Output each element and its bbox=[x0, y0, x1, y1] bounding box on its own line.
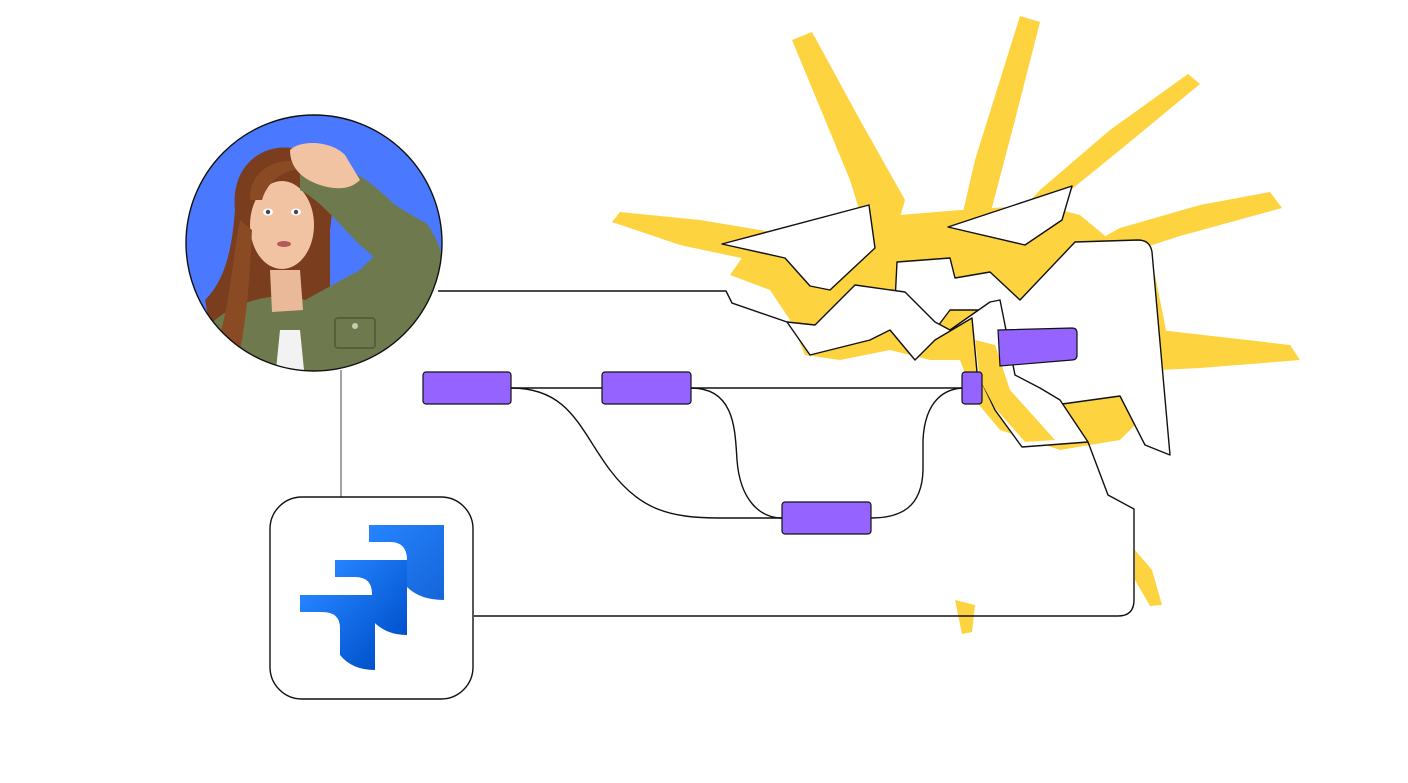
workflow-node-5-broken bbox=[997, 327, 1078, 367]
workflow-node-4 bbox=[961, 371, 983, 405]
shard-top-right bbox=[947, 185, 1073, 246]
workflow-node-1 bbox=[422, 371, 512, 405]
workflow-node-2 bbox=[601, 371, 692, 405]
connector-avatar-to-burst bbox=[438, 290, 788, 323]
burst-crack-fill bbox=[975, 340, 1055, 442]
avatar bbox=[185, 114, 443, 372]
app-tile bbox=[269, 496, 474, 700]
stressed-person-illustration-icon bbox=[190, 143, 442, 371]
workflow-node-3 bbox=[781, 501, 872, 535]
jira-logo-icon bbox=[300, 525, 444, 670]
connector-lines bbox=[340, 290, 1135, 617]
connector-app-to-burst bbox=[474, 441, 1135, 617]
shard-left bbox=[721, 204, 876, 291]
workflow-nodes bbox=[422, 327, 1078, 535]
